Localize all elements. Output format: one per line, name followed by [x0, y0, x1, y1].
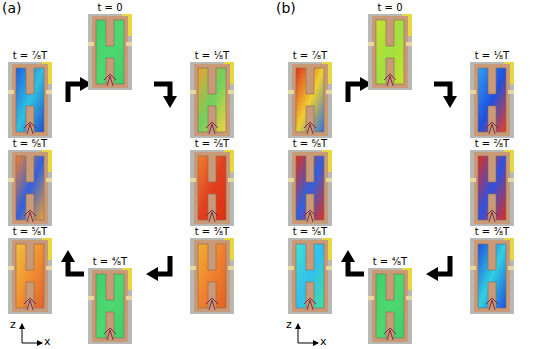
snapshot-frame: t = ¹⁄₈T	[470, 62, 514, 138]
field-photo	[88, 268, 132, 344]
panel-label: (b)	[276, 0, 296, 16]
snapshot-frame: t = ⁴⁄₈T	[88, 268, 132, 344]
field-photo	[88, 14, 132, 90]
time-label: t = ³⁄₈T	[195, 226, 229, 237]
axis-label: x	[44, 335, 51, 348]
snapshot-frame: t = ³⁄₈T	[470, 238, 514, 314]
field-photo	[8, 62, 52, 138]
time-label: t = 0	[377, 2, 402, 13]
field-photo	[368, 14, 412, 90]
time-label: t = ²⁄₈T	[475, 138, 509, 149]
snapshot-frame: t = ⁶⁄₈T	[288, 150, 332, 226]
time-label: t = ⁵⁄₈T	[13, 226, 47, 237]
snapshot-frame: t = ²⁄₈T	[470, 150, 514, 226]
time-label: t = ³⁄₈T	[475, 226, 509, 237]
field-photo	[190, 62, 234, 138]
time-label: t = ²⁄₈T	[195, 138, 229, 149]
field-photo	[190, 238, 234, 314]
field-photo	[190, 150, 234, 226]
field-photo	[470, 62, 514, 138]
time-label: t = ⁶⁄₈T	[293, 138, 327, 149]
snapshot-frame: t = ¹⁄₈T	[190, 62, 234, 138]
axis-label: z	[10, 318, 16, 331]
time-label: t = ⁴⁄₈T	[93, 256, 127, 267]
time-label: t = ⁵⁄₈T	[293, 226, 327, 237]
snapshot-frame: t = ⁷⁄₈T	[288, 62, 332, 138]
field-photo	[8, 238, 52, 314]
field-photo	[368, 268, 412, 344]
snapshot-frame: t = ⁵⁄₈T	[288, 238, 332, 314]
field-photo	[288, 62, 332, 138]
field-photo	[470, 150, 514, 226]
snapshot-frame: t = 0	[88, 14, 132, 90]
axis-label: x	[320, 335, 327, 348]
field-photo	[288, 238, 332, 314]
snapshot-frame: t = ⁶⁄₈T	[8, 150, 52, 226]
snapshot-frame: t = ⁵⁄₈T	[8, 238, 52, 314]
time-label: t = ¹⁄₈T	[475, 50, 509, 61]
snapshot-frame: t = ²⁄₈T	[190, 150, 234, 226]
time-label: t = ¹⁄₈T	[195, 50, 229, 61]
axis-label: z	[286, 318, 292, 331]
time-label: t = ⁷⁄₈T	[293, 50, 327, 61]
time-label: t = ⁶⁄₈T	[13, 138, 47, 149]
time-label: t = ⁴⁄₈T	[373, 256, 407, 267]
cycle-arrows	[61, 77, 457, 281]
axes	[22, 324, 318, 343]
time-label: t = 0	[97, 2, 122, 13]
snapshot-frame: t = ⁷⁄₈T	[8, 62, 52, 138]
field-photo	[470, 238, 514, 314]
panel-label: (a)	[2, 0, 22, 16]
field-photo	[288, 150, 332, 226]
snapshot-frame: t = ³⁄₈T	[190, 238, 234, 314]
snapshot-frame: t = 0	[368, 14, 412, 90]
time-label: t = ⁷⁄₈T	[13, 50, 47, 61]
snapshot-frame: t = ⁴⁄₈T	[368, 268, 412, 344]
field-photo	[8, 150, 52, 226]
